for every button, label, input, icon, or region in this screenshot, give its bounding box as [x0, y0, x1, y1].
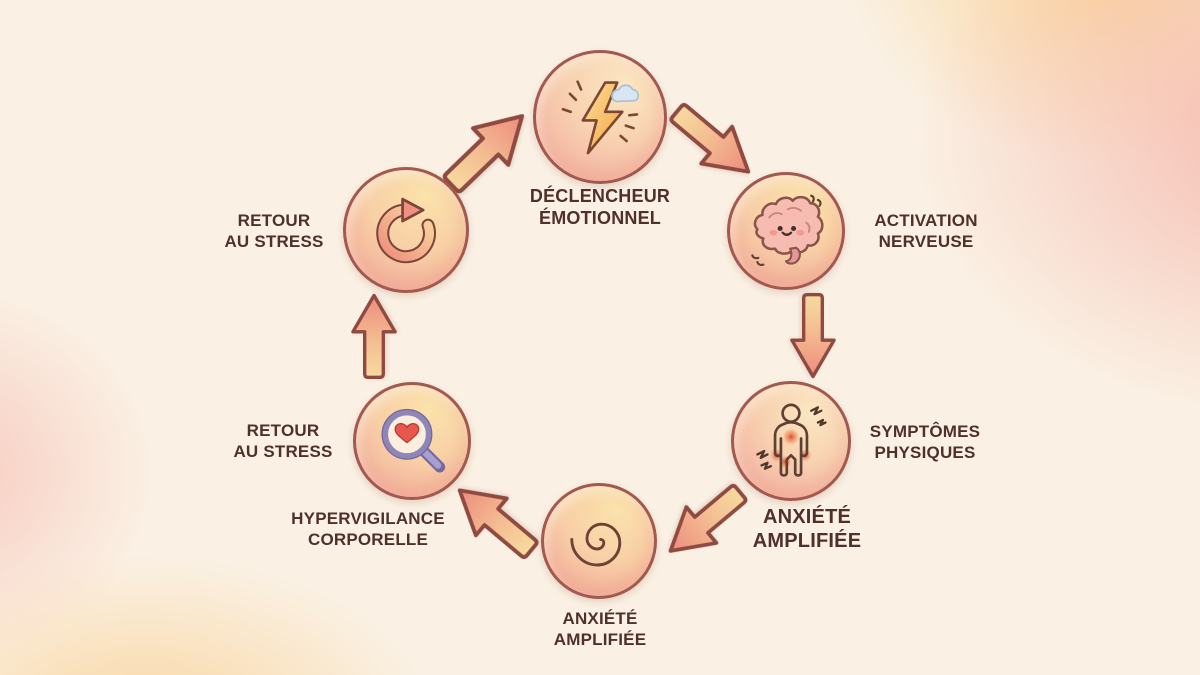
magnifier-handle — [419, 446, 442, 469]
brain-folds — [768, 206, 811, 233]
magnifier-lens-edge — [381, 408, 433, 460]
label-retour-au-stress-upper: RETOUR AU STRESS — [224, 211, 324, 251]
brain-face — [769, 225, 805, 236]
spiral-icon — [559, 501, 639, 581]
label-hypervigilance-corporelle: HYPERVIGILANCE CORPORELLE — [291, 509, 445, 549]
body-symptoms-icon — [749, 399, 833, 483]
stress-squiggles — [751, 194, 822, 267]
spark-lines — [561, 80, 639, 143]
cloud — [611, 84, 640, 103]
label-declencheur-emotionnel: DÉCLENCHEUR ÉMOTIONNEL — [529, 186, 671, 228]
label-activation-nerveuse: ACTIVATION NERVEUSE — [874, 211, 978, 251]
heart — [394, 423, 420, 444]
body-head — [781, 403, 801, 424]
arrow-symptomes-to-anxiete — [648, 468, 762, 577]
cycle-ring — [378, 205, 434, 262]
node-declencheur-emotionnel — [533, 50, 667, 184]
node-retour-au-stress — [343, 167, 469, 293]
label-anxiete-amplifiee-side: ANXIÉTÉ AMPLIFIÉE — [752, 506, 862, 552]
node-symptomes-physiques — [731, 381, 851, 501]
label-symptomes-physiques: SYMPTÔMES PHYSIQUES — [869, 422, 981, 462]
node-anxiete-amplifiee — [541, 483, 657, 599]
label-retour-au-stress-lower: RETOUR AU STRESS — [233, 421, 333, 461]
cycle-arrow-icon — [360, 184, 452, 276]
arrow-activation-to-symptomes — [786, 292, 840, 380]
arrow-retour-to-declencheur — [426, 90, 547, 210]
lightning-cloud-icon — [557, 74, 643, 160]
brain-outline — [753, 195, 824, 255]
node-activation-nerveuse — [727, 172, 845, 290]
cycle-arrowhead — [401, 197, 425, 223]
node-hypervigilance-corporelle — [353, 382, 471, 500]
label-anxiete-amplifiee-bottom: ANXIÉTÉ AMPLIFIÉE — [553, 609, 647, 649]
magnifier-heart-icon — [370, 399, 454, 483]
lightning-bolt — [581, 81, 624, 155]
body-outline — [773, 420, 809, 477]
arrow-hypervigilance-to-retour — [347, 292, 401, 380]
brain-icon — [744, 189, 828, 273]
arrow-declencheur-to-activation — [655, 86, 771, 198]
pain-zigzags — [756, 406, 827, 470]
spiral-line — [570, 522, 622, 567]
symptom-spots — [770, 428, 812, 469]
brain-stem — [784, 246, 801, 265]
arrow-anxiete-to-hypervigilance — [437, 464, 553, 576]
